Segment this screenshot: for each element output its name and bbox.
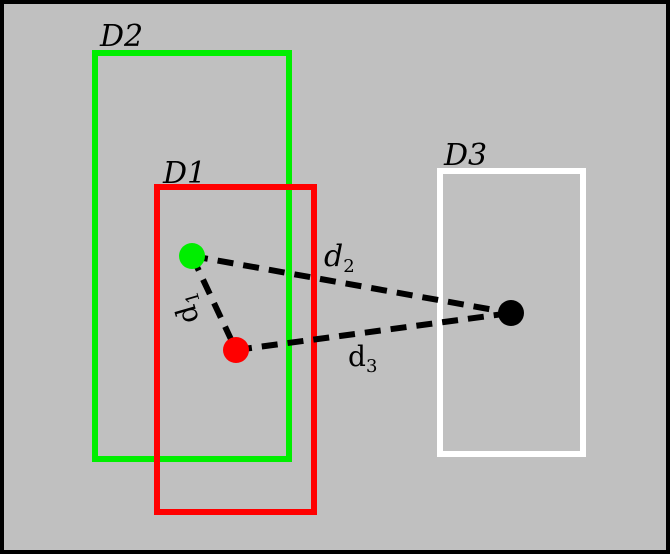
distance-label-d3: d3 xyxy=(348,340,377,377)
box-d2-label: D2 xyxy=(99,19,143,54)
green-point xyxy=(179,243,205,269)
box-d1 xyxy=(154,184,317,515)
box-d3-label: D3 xyxy=(443,138,487,173)
box-d3 xyxy=(437,168,586,457)
connector-d1 xyxy=(189,254,239,352)
distance-label-d2: d2 xyxy=(324,239,355,277)
black-point xyxy=(498,300,524,326)
box-d2 xyxy=(92,50,292,462)
red-point xyxy=(223,337,249,363)
connector-d3 xyxy=(235,310,512,353)
connector-d2 xyxy=(191,253,512,316)
box-d1-label: D1 xyxy=(162,156,206,191)
